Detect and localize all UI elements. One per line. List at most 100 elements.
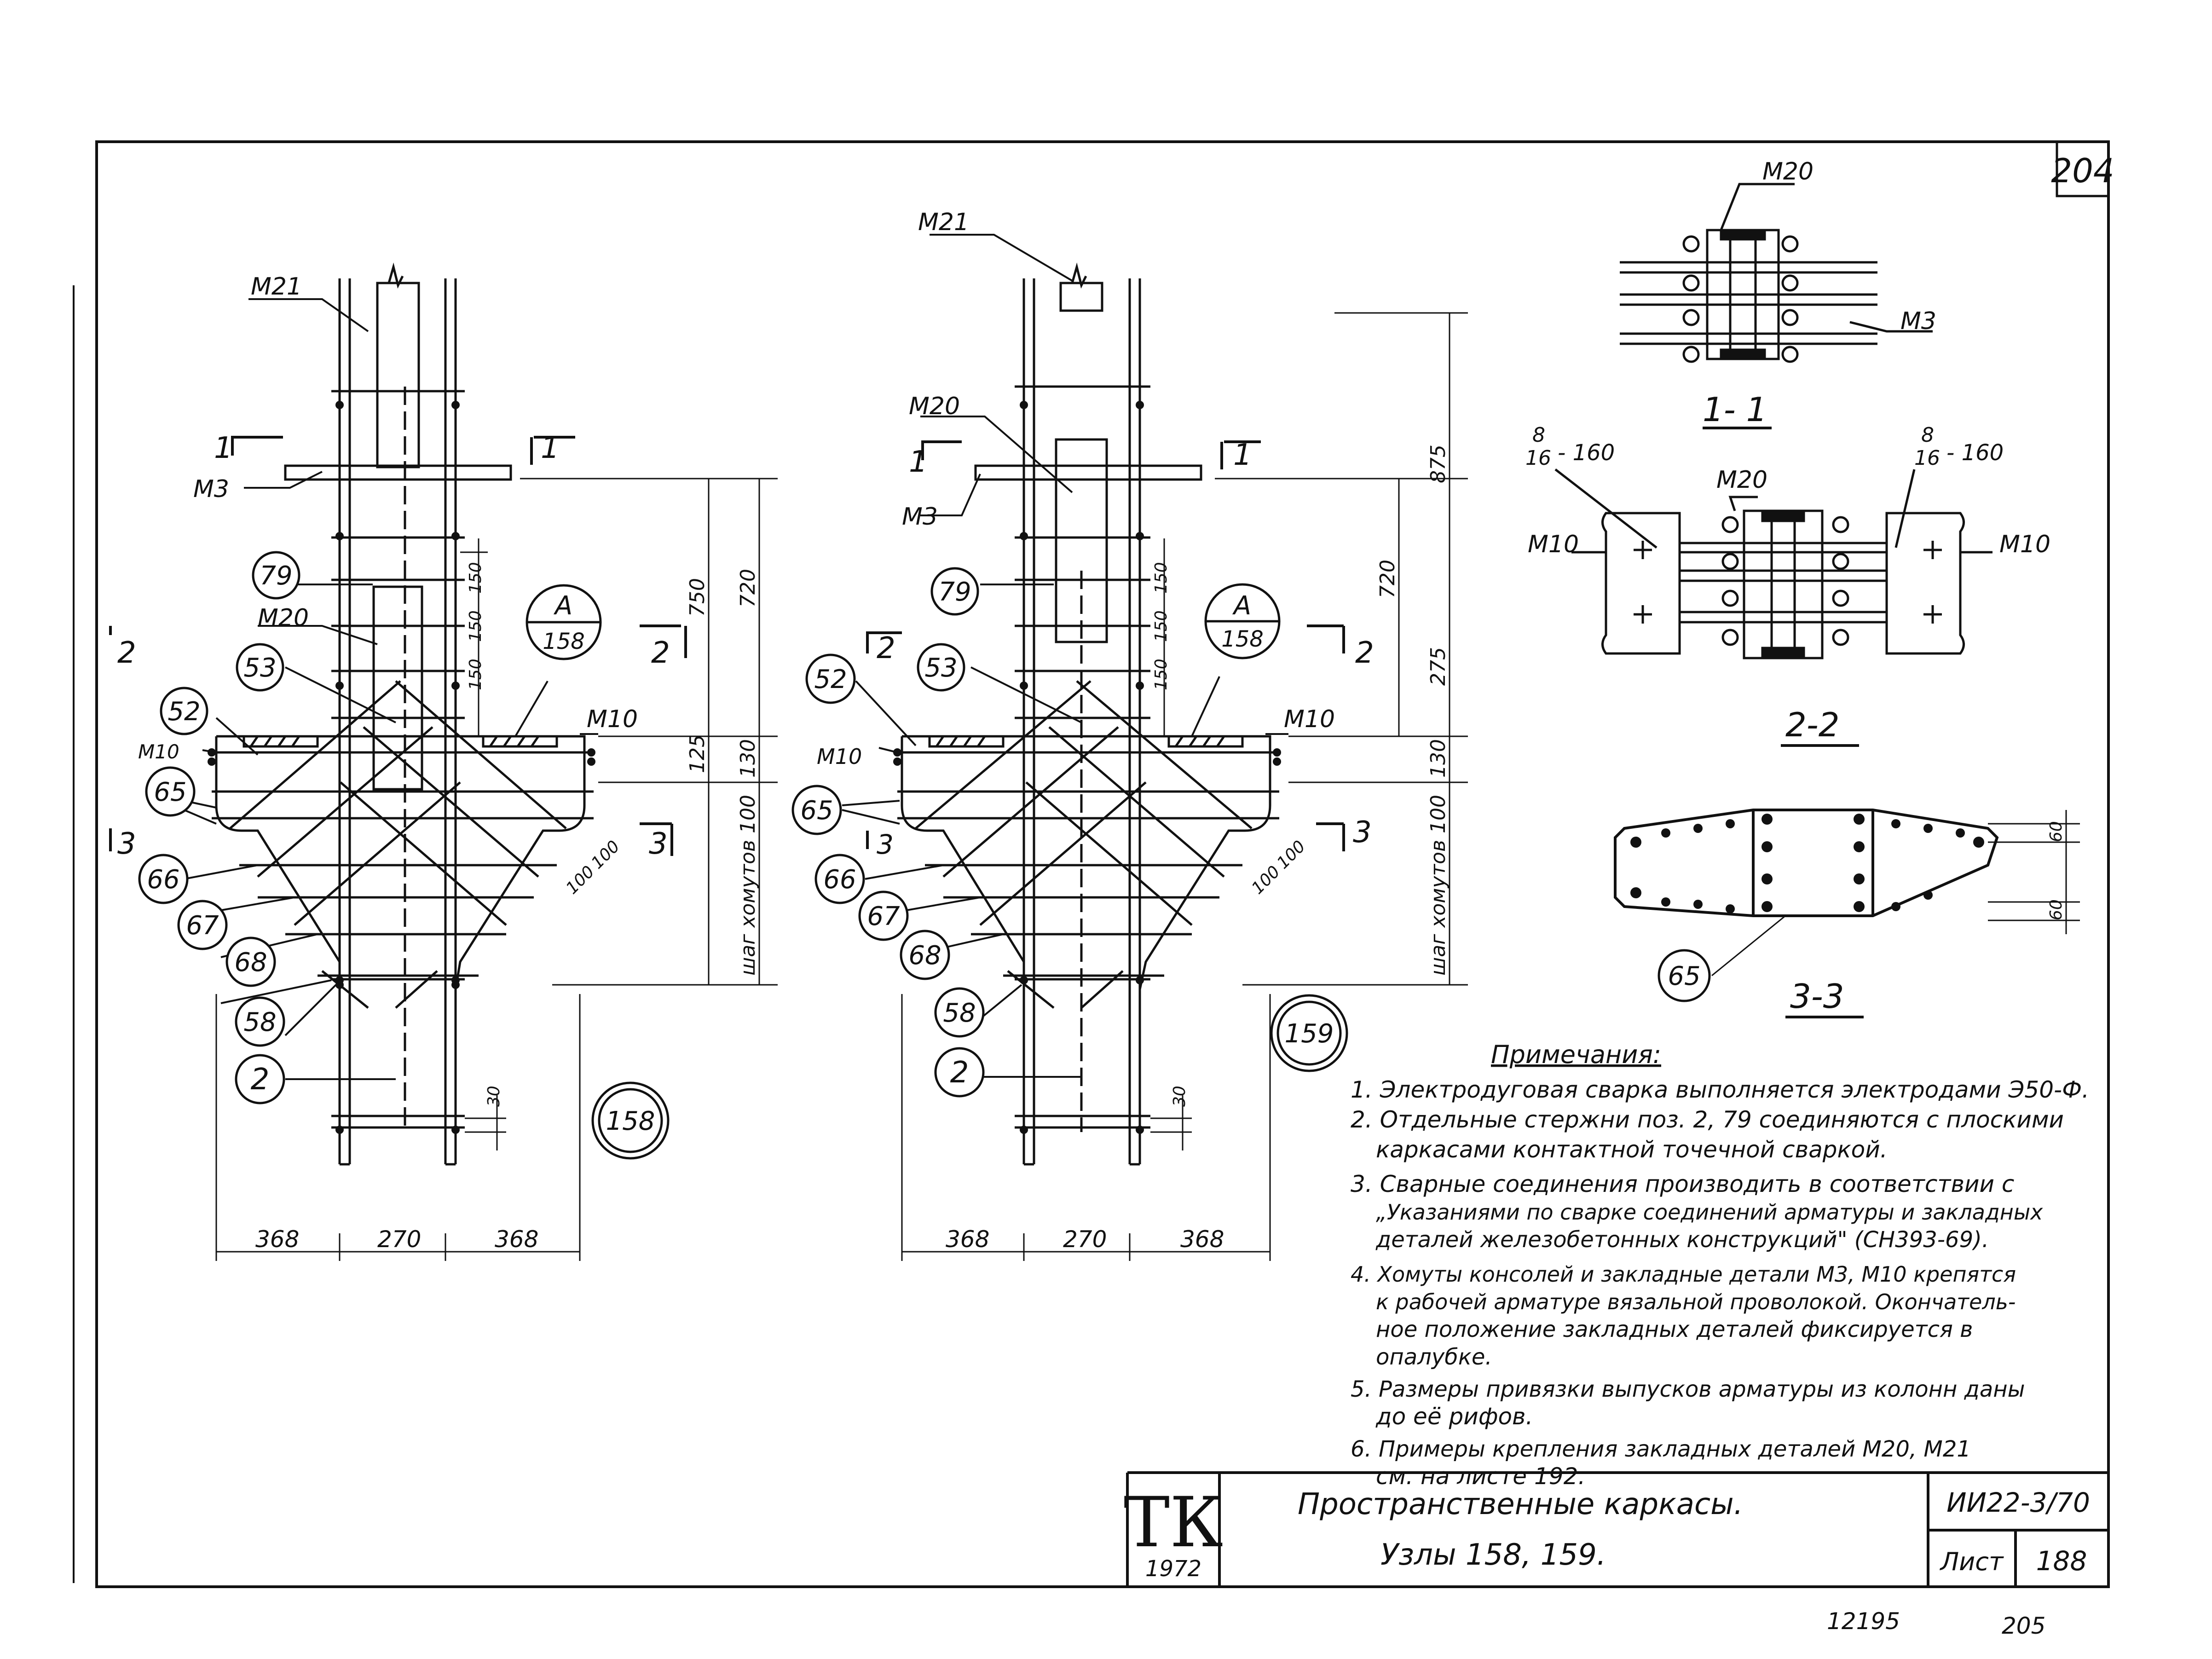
callout-58-b: 58 bbox=[943, 998, 976, 1028]
callout-58: 58 bbox=[243, 1007, 276, 1037]
callout-65: 65 bbox=[154, 777, 186, 807]
node-159-section-marks bbox=[866, 440, 1345, 851]
note-line-8: к рабочей арматуре вязальной проволокой.… bbox=[1376, 1289, 2016, 1314]
callout-53-b: 53 bbox=[924, 653, 957, 683]
note-line-13: 6. Примеры крепления закладных деталей М… bbox=[1351, 1436, 1971, 1462]
label-section-2-left: 2 bbox=[117, 636, 136, 670]
callout-53: 53 bbox=[243, 653, 276, 683]
section-title-2-2: 2-2 bbox=[1785, 705, 1840, 744]
callout-a-158: 158 bbox=[543, 629, 585, 654]
frac-suffix-left: - 160 bbox=[1558, 440, 1615, 466]
label-m10-right: М10 bbox=[587, 705, 638, 733]
sheet-number-box bbox=[2056, 140, 2110, 197]
label-m10-s22-right: М10 bbox=[1999, 531, 2050, 558]
label-m20: М20 bbox=[258, 604, 309, 632]
title-block bbox=[1126, 1471, 2108, 1587]
title-block-text: ТК 1972 Пространственные каркасы. Узлы 1… bbox=[1124, 1483, 2090, 1582]
label-section-1-b-left: 1 bbox=[909, 445, 928, 479]
tk-year: 1972 bbox=[1145, 1556, 1201, 1582]
dim-30-b: 30 bbox=[1170, 1086, 1189, 1107]
note-line-5: „Указаниями по сварке соединений арматур… bbox=[1376, 1200, 2043, 1225]
note-line-9: ное положение закладных деталей фиксируе… bbox=[1376, 1317, 1973, 1342]
callout-68-b: 68 bbox=[908, 941, 941, 971]
callout-66-b: 66 bbox=[823, 865, 856, 895]
dim-150-b-c: 150 bbox=[1152, 659, 1171, 690]
section-3-3-dimensions bbox=[1711, 810, 2080, 977]
label-m3-b: М3 bbox=[902, 503, 938, 531]
dim-150-a: 150 bbox=[466, 562, 485, 594]
node-158-drawing bbox=[212, 262, 594, 1166]
dim-270-left: 270 bbox=[377, 1226, 421, 1253]
callout-67: 67 bbox=[186, 911, 219, 941]
note-line-11: 5. Размеры привязки выпусков арматуры из… bbox=[1351, 1376, 2025, 1402]
dim-720-left: 720 bbox=[736, 569, 760, 607]
dim-100-b-a: 100 bbox=[1248, 862, 1284, 898]
callout-2: 2 bbox=[251, 1063, 270, 1097]
sheet-label: Лист bbox=[1940, 1547, 2004, 1576]
node-label-158: 158 bbox=[606, 1106, 655, 1136]
dim-875: 875 bbox=[1427, 445, 1450, 483]
bottom-left-code: 12195 bbox=[1827, 1608, 1900, 1635]
label-section-2-b-right: 2 bbox=[1355, 636, 1374, 670]
callout-2-b: 2 bbox=[950, 1056, 969, 1090]
dim-150-b-b: 150 bbox=[1152, 610, 1171, 642]
note-line-7: 4. Хомуты консолей и закладные детали М3… bbox=[1351, 1262, 2016, 1287]
dim-60-a: 60 bbox=[2047, 821, 2066, 842]
frac-num-left: 8 bbox=[1532, 423, 1545, 447]
frac-num-right: 8 bbox=[1921, 423, 1934, 447]
label-m20-s22: М20 bbox=[1716, 466, 1767, 494]
bottom-right-number: 205 bbox=[2002, 1613, 2045, 1639]
sheet-number-top: 204 bbox=[2051, 151, 2114, 190]
label-m10-b-left: М10 bbox=[817, 744, 862, 769]
sheet-number: 188 bbox=[2036, 1545, 2087, 1577]
dim-150-c: 150 bbox=[466, 659, 485, 690]
note-line-12: до её рифов. bbox=[1375, 1403, 1533, 1430]
node-158-callouts bbox=[138, 551, 670, 1160]
label-section-2-right: 2 bbox=[651, 636, 670, 670]
label-section-1-b-right: 1 bbox=[1233, 438, 1252, 472]
callout-52-b: 52 bbox=[814, 665, 847, 694]
note-line-3: каркасами контактной точечной сваркой. bbox=[1376, 1136, 1888, 1163]
label-section-3-left: 3 bbox=[117, 827, 136, 861]
sections-labels: М20 М3 1- 1 М20 М10 М10 8 16 - 160 8 16 … bbox=[1525, 158, 2066, 1016]
label-m3: М3 bbox=[193, 475, 229, 503]
node-label-159: 159 bbox=[1285, 1019, 1334, 1049]
node-158-labels: М21 М3 М20 М10 М10 1 1 2 2 3 3 bbox=[117, 273, 670, 861]
dim-720-b: 720 bbox=[1376, 560, 1399, 598]
note-line-4: 3. Сварные соединения производить в соот… bbox=[1351, 1171, 2014, 1197]
dim-130-left: 130 bbox=[736, 739, 760, 778]
dim-130-b: 130 bbox=[1427, 739, 1450, 778]
note-line-14: см. на листе 192. bbox=[1376, 1463, 1585, 1490]
title-line-2: Узлы 158, 159. bbox=[1380, 1538, 1606, 1572]
dim-100-b-b: 100 bbox=[1273, 837, 1309, 873]
callout-79-b: 79 bbox=[938, 577, 971, 607]
label-section-3-b-left: 3 bbox=[877, 829, 894, 860]
tk-logo: ТК bbox=[1124, 1483, 1223, 1563]
dim-30-left: 30 bbox=[485, 1086, 503, 1107]
section-title-3-3: 3-3 bbox=[1790, 977, 1844, 1016]
section-2-2-drawing bbox=[1554, 468, 1993, 659]
frac-suffix-right: - 160 bbox=[1946, 440, 2004, 466]
dim-368-b-a: 368 bbox=[946, 1226, 989, 1253]
notes-block: Примечания: 1. Электродуговая сварка вып… bbox=[1351, 1040, 2089, 1490]
label-m21: М21 bbox=[251, 273, 302, 301]
callout-66: 66 bbox=[147, 865, 179, 895]
node-159-dimensions bbox=[901, 312, 1468, 1261]
section-title-1-1: 1- 1 bbox=[1703, 390, 1767, 429]
callout-67-b: 67 bbox=[867, 902, 900, 931]
node-158-callout-labels: 79 53 52 65 66 67 68 58 2 А 158 158 bbox=[147, 561, 655, 1136]
frac-den-left: 16 bbox=[1525, 446, 1551, 470]
dim-275: 275 bbox=[1427, 647, 1450, 686]
title-line-1: Пространственные каркасы. bbox=[1298, 1487, 1743, 1521]
dim-368-left-a: 368 bbox=[255, 1226, 299, 1253]
node-158-dim-labels: 368 270 368 750 720 125 130 шаг хомутов … bbox=[255, 562, 760, 1253]
frac-den-right: 16 bbox=[1914, 446, 1940, 470]
notes-heading: Примечания: bbox=[1491, 1040, 1661, 1069]
label-m3-s11: М3 bbox=[1900, 307, 1936, 335]
drawing-code: ИИ22-3/70 bbox=[1946, 1487, 2090, 1518]
dim-60-b: 60 bbox=[2047, 899, 2066, 920]
dim-368-left-b: 368 bbox=[495, 1226, 538, 1253]
dim-100-left-a: 100 bbox=[562, 862, 598, 898]
node-159-callouts bbox=[791, 567, 1348, 1098]
